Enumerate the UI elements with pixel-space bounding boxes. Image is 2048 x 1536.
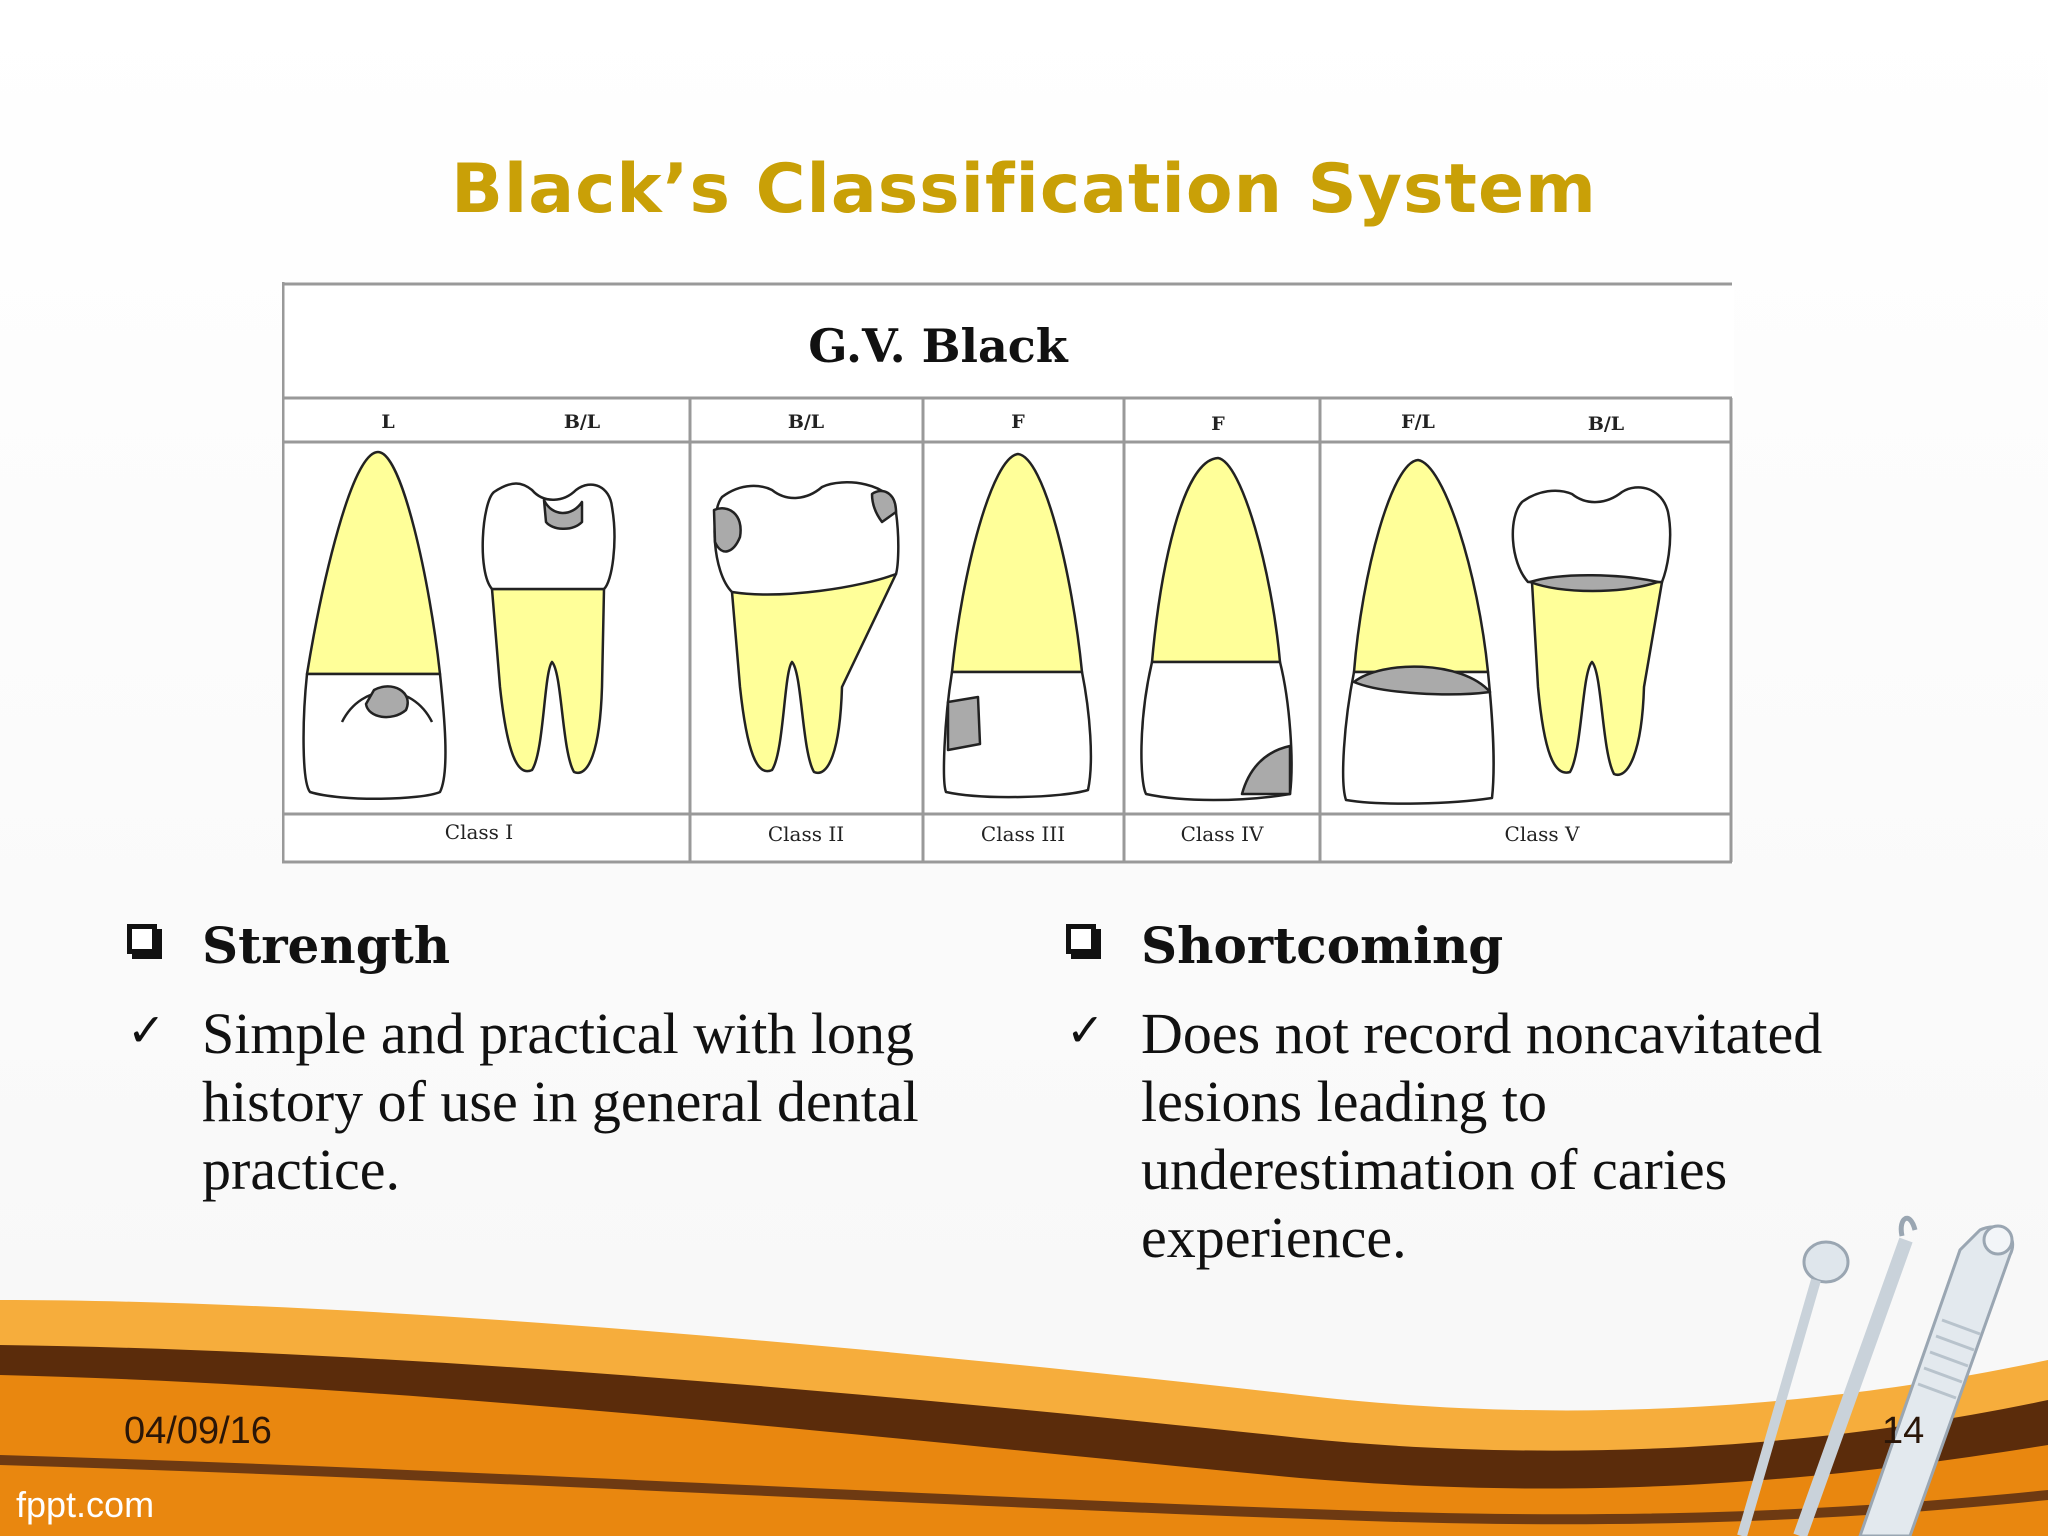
footer-date: 04/09/16 [124, 1410, 272, 1452]
class-label: Class IV [1181, 822, 1264, 846]
surface-label: F/L [1401, 411, 1435, 433]
gv-black-figure: G.V. Black L B/L B/L F F F/L B/L Class I… [282, 282, 1734, 864]
strength-section: Strength ✓ Simple and practical with lon… [127, 916, 987, 1204]
surface-label: B/L [788, 411, 824, 433]
checkbox-icon [1066, 924, 1096, 954]
surface-label: L [381, 411, 394, 433]
tooth-class-3-incisor [942, 452, 1093, 799]
orange-band [0, 1375, 2048, 1536]
tooth-class-4-incisor [1140, 456, 1293, 802]
surface-label: B/L [1588, 413, 1624, 435]
class-label: Class I [445, 820, 513, 844]
checkbox-icon [127, 924, 157, 954]
tooth-class-2-molar [712, 481, 900, 775]
tooth-class-1-incisor [302, 450, 447, 800]
surface-label: F [1211, 413, 1225, 435]
slide-title: Black’s Classification System [451, 150, 1597, 229]
dental-tools-icon [1737, 1215, 2015, 1536]
checkmark-icon: ✓ [1066, 1003, 1105, 1057]
fppt-logo[interactable]: fppt.com [16, 1484, 155, 1525]
shortcoming-text: Does not record noncavitated lesions lea… [1141, 1001, 1823, 1270]
class-label: Class V [1505, 822, 1581, 846]
tooth-class-5-molar [1511, 486, 1672, 777]
page-number: 14 [1882, 1410, 1925, 1452]
shortcoming-heading: Shortcoming [1141, 916, 1504, 975]
tooth-class-5-incisor [1341, 458, 1495, 805]
figure-header: G.V. Black [808, 319, 1069, 373]
surface-label: B/L [564, 411, 600, 433]
surface-label: F [1011, 411, 1025, 433]
tooth-class-1-molar [481, 482, 616, 775]
checkmark-icon: ✓ [127, 1003, 166, 1057]
strength-heading: Strength [202, 916, 451, 975]
shortcoming-section: Shortcoming ✓ Does not record noncavitat… [1066, 916, 1966, 1272]
strength-text: Simple and practical with long history o… [202, 1001, 919, 1202]
brown-thin-line [0, 1455, 2048, 1525]
class-label: Class II [768, 822, 844, 846]
class-label: Class III [981, 822, 1065, 846]
